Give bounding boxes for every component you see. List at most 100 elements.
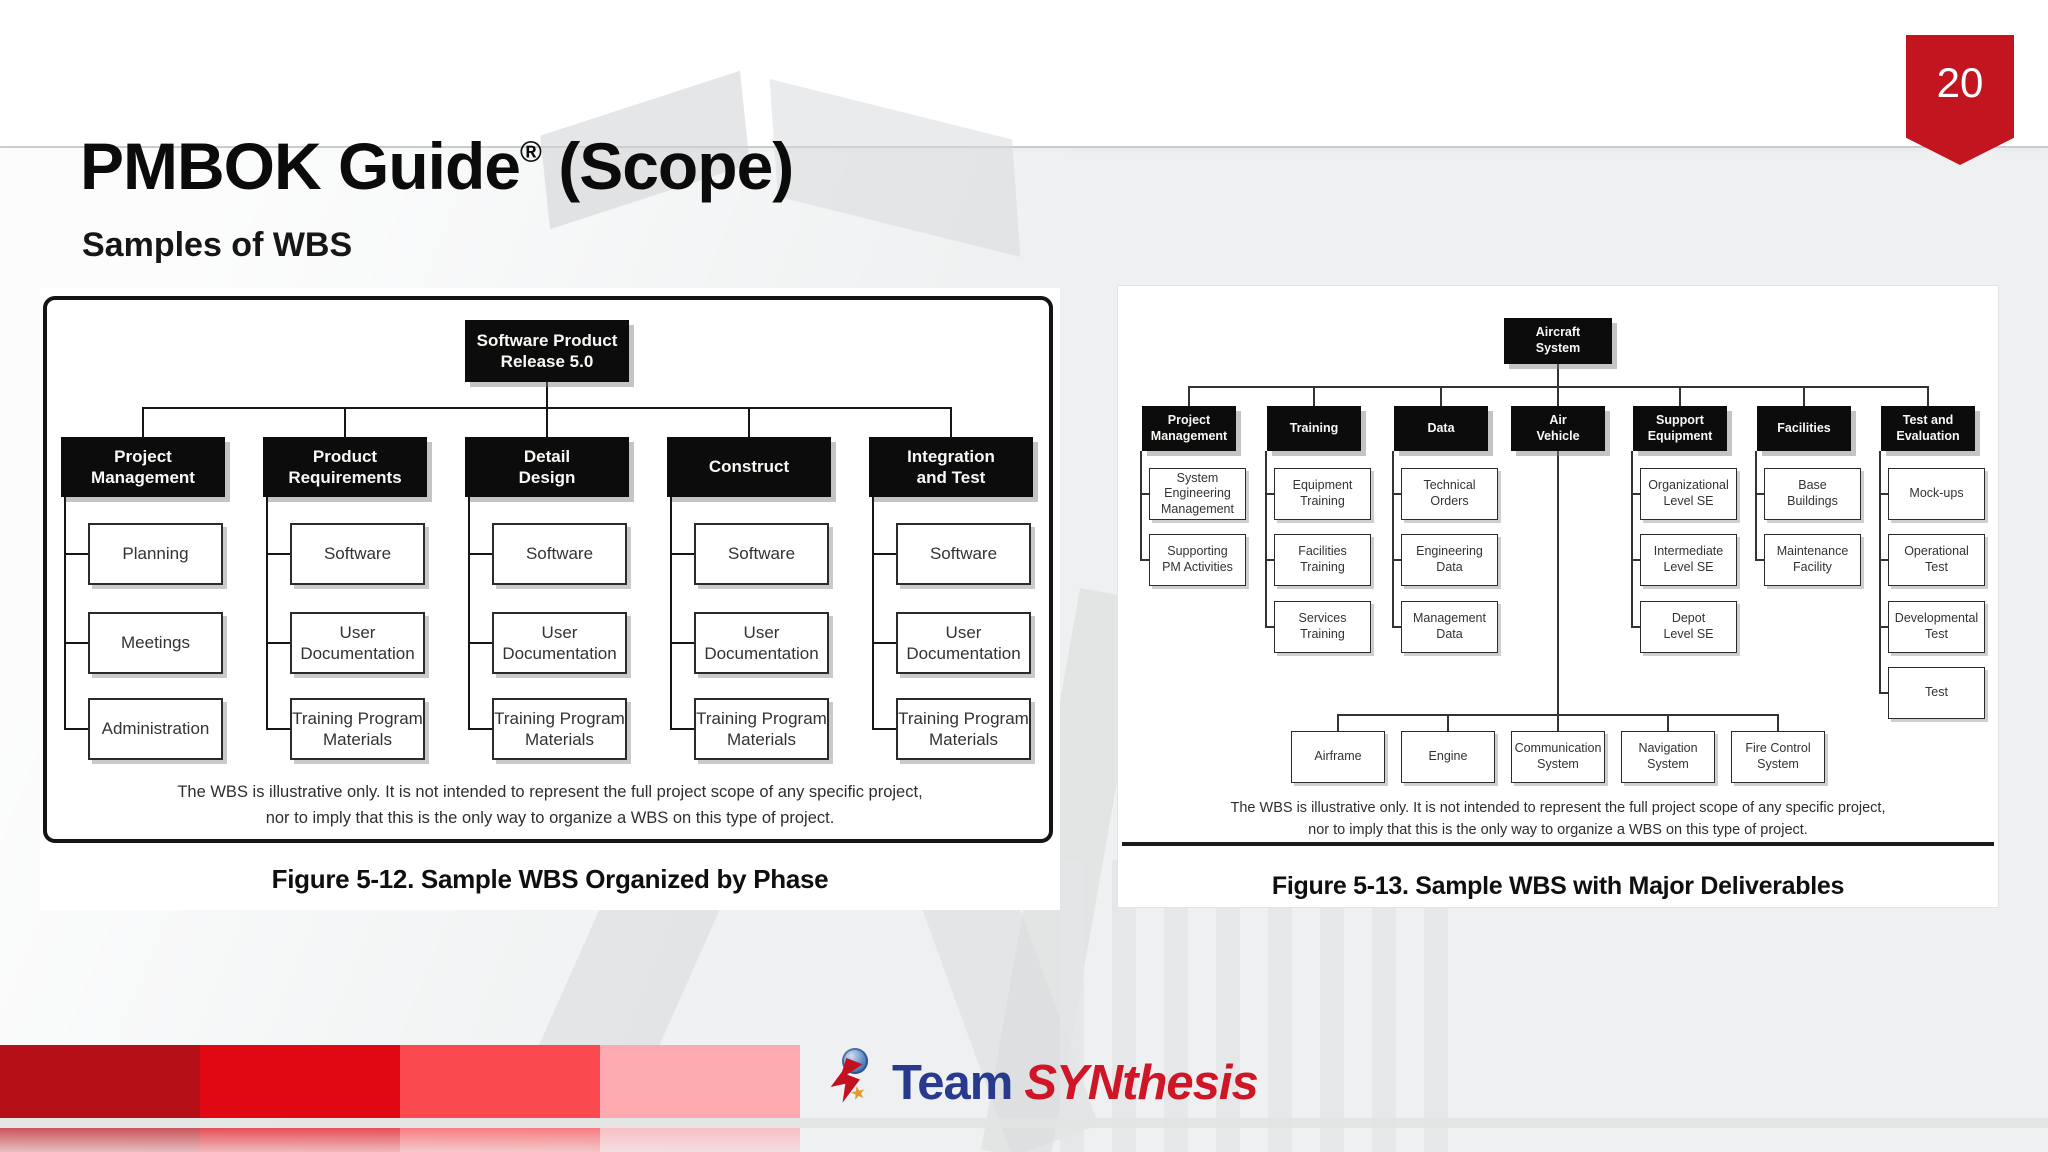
wbs-header-box: Test and Evaluation	[1881, 406, 1975, 451]
connector-line	[1631, 451, 1633, 628]
connector-line	[1879, 493, 1888, 495]
footer-bar-gap	[0, 1118, 2048, 1128]
wbs-box: Facilities Training	[1274, 534, 1371, 586]
connector-line	[266, 553, 290, 555]
connector-line	[266, 728, 290, 730]
connector-line	[670, 553, 694, 555]
wbs-header-box: Integration and Test	[869, 437, 1033, 497]
wbs-box: Communication System	[1511, 731, 1605, 783]
connector-line	[670, 497, 672, 730]
wbs-box: Equipment Training	[1274, 468, 1371, 520]
connector-line	[872, 553, 896, 555]
connector-line	[1265, 626, 1274, 628]
footer-bar-reflection-segment	[400, 1128, 600, 1152]
page-title: PMBOK Guide® (Scope)	[80, 128, 794, 204]
footer-bar-reflection-segment	[0, 1128, 200, 1152]
connector-line	[1337, 714, 1339, 731]
connector-line	[1557, 714, 1559, 731]
page-number-ribbon: 20	[1906, 35, 2014, 165]
connector-line	[1755, 559, 1764, 561]
connector-line	[142, 407, 144, 437]
figure-note-line: The WBS is illustrative only. It is not …	[177, 783, 923, 801]
connector-line	[1679, 386, 1681, 406]
connector-line	[1392, 559, 1401, 561]
connector-line	[1313, 386, 1315, 406]
wbs-box: Supporting PM Activities	[1149, 534, 1246, 586]
connector-line	[1392, 493, 1401, 495]
wbs-box: Training Program Materials	[290, 698, 425, 760]
connector-line	[266, 642, 290, 644]
wbs-box: Depot Level SE	[1640, 601, 1737, 653]
wbs-header-box: Detail Design	[465, 437, 629, 497]
wbs-box: Services Training	[1274, 601, 1371, 653]
wbs-box: Software	[290, 523, 425, 585]
connector-line	[1188, 386, 1190, 406]
connector-line	[1140, 451, 1142, 561]
connector-line	[64, 728, 88, 730]
background-architecture-shape	[1060, 860, 1450, 1152]
wbs-box: User Documentation	[896, 612, 1031, 674]
connector-line	[64, 553, 88, 555]
connector-line	[546, 407, 548, 437]
connector-line	[1631, 493, 1640, 495]
connector-line	[1879, 626, 1888, 628]
wbs-root-box: Software Product Release 5.0	[465, 320, 629, 382]
wbs-box: Operational Test	[1888, 534, 1985, 586]
wbs-box: User Documentation	[290, 612, 425, 674]
wbs-box: Maintenance Facility	[1764, 534, 1861, 586]
wbs-box: User Documentation	[492, 612, 627, 674]
footer-accent-bars	[0, 1045, 800, 1118]
wbs-header-box: Air Vehicle	[1511, 406, 1605, 451]
registered-mark: ®	[520, 136, 542, 170]
figure-caption: Figure 5-12. Sample WBS Organized by Pha…	[271, 864, 829, 894]
connector-line	[872, 497, 874, 730]
wbs-box: Airframe	[1291, 731, 1385, 783]
slide-subtitle: Samples of WBS	[82, 226, 353, 265]
wbs-header-box: Construct	[667, 437, 831, 497]
wbs-header-box: Project Management	[1142, 406, 1236, 451]
wbs-box: Training Program Materials	[896, 698, 1031, 760]
wbs-box: Test	[1888, 667, 1985, 719]
connector-line	[1631, 559, 1640, 561]
connector-line	[1927, 386, 1929, 406]
connector-line	[670, 642, 694, 644]
connector-line	[1447, 714, 1449, 731]
connector-line	[1879, 451, 1881, 694]
figure-note: The WBS is illustrative only. It is not …	[1118, 798, 1998, 842]
connector-line	[1265, 559, 1274, 561]
wbs-header-box: Facilities	[1757, 406, 1851, 451]
connector-line	[1879, 559, 1888, 561]
figure-note-line: nor to imply that this is the only way t…	[1308, 821, 1808, 838]
wbs-box: Software	[896, 523, 1031, 585]
wbs-box: Training Program Materials	[694, 698, 829, 760]
connector-line	[468, 497, 470, 730]
connector-line	[670, 728, 694, 730]
connector-line	[1140, 559, 1149, 561]
figure-caption: Figure 5-13. Sample WBS with Major Deliv…	[1271, 872, 1845, 900]
wbs-box: User Documentation	[694, 612, 829, 674]
connector-line	[1392, 626, 1401, 628]
connector-line	[344, 407, 346, 437]
connector-line	[468, 728, 492, 730]
wbs-box: System Engineering Management	[1149, 468, 1246, 520]
connector-line	[64, 642, 88, 644]
wbs-box: Engineering Data	[1401, 534, 1498, 586]
wbs-box: Base Buildings	[1764, 468, 1861, 520]
footer-bar-segment	[400, 1045, 600, 1118]
page-title-main: PMBOK Guide	[80, 129, 521, 204]
connector-line	[1557, 364, 1559, 386]
figure-note-line: nor to imply that this is the only way t…	[265, 808, 835, 827]
connector-line	[1755, 451, 1757, 561]
connector-line	[64, 497, 66, 730]
wbs-header-box: Support Equipment	[1633, 406, 1727, 451]
footer-bar-segment	[0, 1045, 200, 1118]
star-icon: ★	[848, 1081, 869, 1105]
wbs-root-box: Aircraft System	[1504, 318, 1612, 364]
connector-line	[950, 407, 952, 437]
wbs-box: Mock-ups	[1888, 468, 1985, 520]
wbs-box: Software	[492, 523, 627, 585]
